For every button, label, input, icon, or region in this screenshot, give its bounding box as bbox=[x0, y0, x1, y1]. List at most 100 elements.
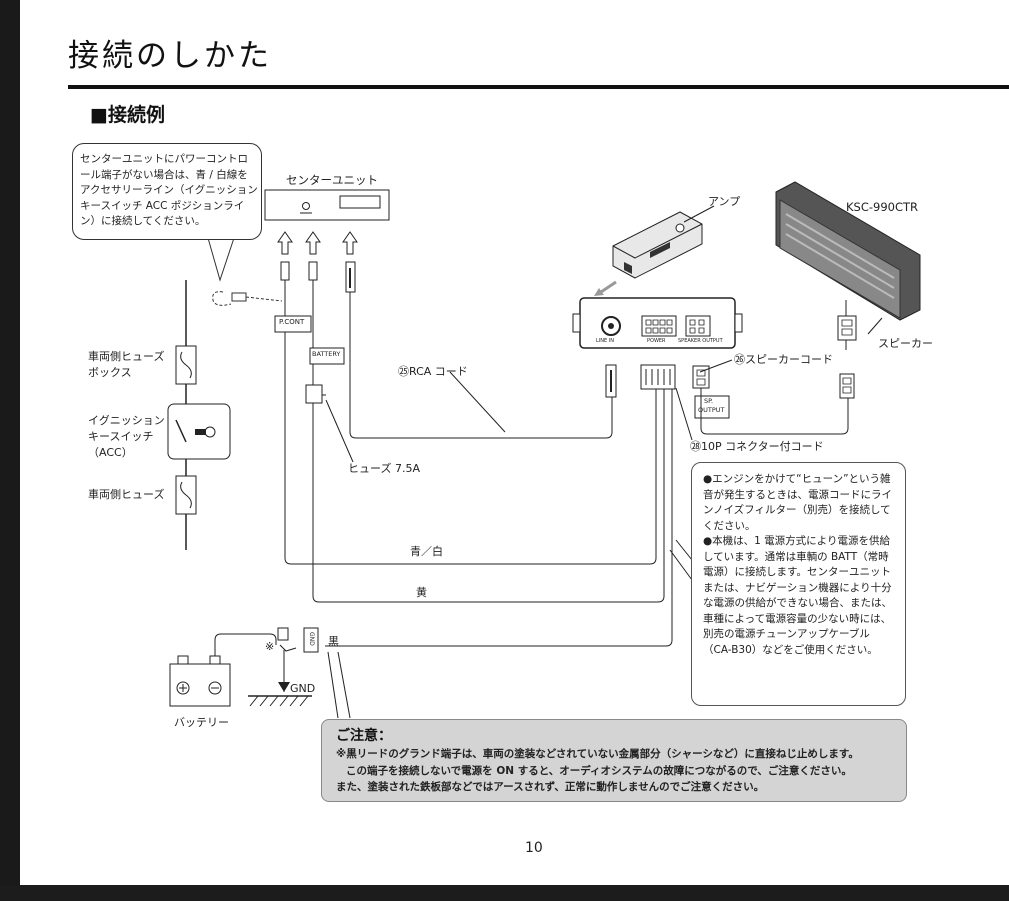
ksc-model-label: KSC-990CTR bbox=[846, 200, 919, 214]
speaker-label: スピーカー bbox=[878, 337, 933, 350]
fuse-box-label-2: ボックス bbox=[88, 366, 132, 379]
amp-edge bbox=[612, 223, 703, 259]
speaker-cord-leader bbox=[699, 359, 733, 373]
arrow-up-icon bbox=[277, 231, 293, 255]
amp-knob bbox=[675, 223, 685, 233]
asterisk-mark: ※ bbox=[265, 640, 275, 653]
rca-leader-line bbox=[449, 371, 506, 433]
caution-leader-2 bbox=[337, 651, 351, 719]
manual-page: { "page": { "title": "接続のしかた", "section"… bbox=[20, 0, 1009, 885]
amp-port-speaker-output: SPEAKER OUTPUT bbox=[678, 338, 723, 344]
gnd-terminal bbox=[279, 644, 297, 652]
amp-label-leader bbox=[683, 205, 715, 223]
amp-zoom-arrowhead-icon bbox=[594, 288, 604, 296]
10p-plug-ribs bbox=[645, 369, 671, 385]
battery-label: バッテリー bbox=[174, 716, 229, 729]
notes-box bbox=[691, 462, 906, 706]
wire-blue-white bbox=[284, 388, 657, 565]
wire-blue-white-label: 青／白 bbox=[410, 545, 443, 558]
caution-line-2: この端子を接続しないで電源を ON すると、オーディオシステムの故障につながるの… bbox=[346, 765, 852, 777]
callout-box bbox=[72, 143, 262, 240]
callout-tail bbox=[207, 237, 235, 282]
gnd-tag bbox=[303, 627, 319, 653]
power-connector-pins bbox=[645, 319, 673, 334]
ignition-label-2: キースイッチ bbox=[88, 430, 154, 443]
wire-yellow bbox=[312, 388, 665, 603]
pcont-plug bbox=[280, 261, 290, 281]
page-title: 接続のしかた bbox=[68, 38, 272, 74]
fuse-symbol-2 bbox=[180, 481, 192, 509]
amp-connectors bbox=[624, 242, 670, 274]
10p-leader-line bbox=[675, 387, 693, 441]
sp-output-tag bbox=[694, 395, 730, 419]
fuse-holder bbox=[305, 384, 323, 404]
title-rule bbox=[68, 85, 1009, 89]
amp-port-power: POWER bbox=[647, 338, 666, 344]
caution-title: ご注意： bbox=[336, 728, 392, 744]
notes-leader-2 bbox=[675, 539, 693, 561]
speaker-plug-pins bbox=[842, 377, 852, 394]
callout-text: センターユニットにパワーコントロール端子がない場合は、青 / 白線をアクセサリー… bbox=[80, 153, 258, 227]
amp-label: アンプ bbox=[708, 195, 741, 208]
vehicle-fuse-label: 車両側ヒューズ bbox=[88, 488, 165, 501]
optional-connector bbox=[231, 292, 247, 302]
wiring-diagram bbox=[167, 181, 921, 719]
ignition-label-1: イグニッション bbox=[88, 414, 165, 427]
sp-output-line2: OUTPUT bbox=[698, 406, 725, 414]
ground-hatch bbox=[249, 695, 309, 707]
pcont-tag-label: P.CONT bbox=[279, 318, 305, 326]
sp-output-line1: SP. bbox=[704, 397, 714, 405]
fuse-symbol-1 bbox=[180, 351, 192, 379]
speaker-cord-label: ㉖スピーカーコード bbox=[734, 353, 833, 366]
10p-connector-label: ㉘10P コネクター付コード bbox=[690, 440, 824, 453]
center-unit-label: センターユニット bbox=[286, 173, 378, 187]
ksc-speaker-face bbox=[779, 199, 901, 319]
ksc-speaker-grille bbox=[785, 213, 895, 299]
center-unit-knob bbox=[302, 202, 310, 210]
key-blade-icon bbox=[195, 429, 206, 435]
wire-black bbox=[325, 388, 673, 647]
note-item: ●エンジンをかけて“ヒューン”という雑音が発生するときは、電源コードにラインノイ… bbox=[703, 473, 892, 532]
gnd-arrow-icon bbox=[278, 682, 290, 692]
caution-box bbox=[321, 719, 907, 802]
gnd-tag-label: GND bbox=[308, 632, 316, 646]
gnd-bolt bbox=[277, 627, 289, 641]
pcont-tag bbox=[274, 315, 312, 333]
plus-icon-glyph bbox=[179, 684, 187, 692]
key-icon bbox=[204, 426, 216, 438]
speaker-cord-wire bbox=[700, 388, 849, 435]
bottom-edge-bar bbox=[0, 885, 1009, 901]
caution-line-1: ※黒リードのグランド端子は、車両の塗装などされていない金属部分（シャーシなど）に… bbox=[336, 748, 859, 760]
speaker-cord-plug-pins bbox=[696, 369, 706, 386]
ksc-connector-pins bbox=[841, 319, 853, 336]
battery-tag bbox=[309, 347, 345, 365]
arrow-up-icon bbox=[305, 231, 321, 255]
battery-terminal-plus bbox=[177, 655, 189, 665]
arrow-up-icon bbox=[342, 231, 358, 255]
ignition-label-3: （ACC） bbox=[88, 446, 133, 459]
fuse-leader-line bbox=[325, 399, 354, 463]
speaker-label-leader bbox=[867, 317, 883, 335]
caution-leader-1 bbox=[327, 651, 339, 719]
amp-port-line-in: LINE IN bbox=[596, 338, 614, 344]
amp-bracket-right bbox=[734, 313, 743, 333]
battery-tag-label: BATTERY bbox=[312, 350, 341, 358]
battery-terminal-minus bbox=[209, 655, 221, 665]
notes-leader-1 bbox=[669, 549, 693, 581]
optional-wire-loop bbox=[212, 291, 232, 306]
page-number: 10 bbox=[525, 840, 543, 856]
fuse-label: ヒューズ 7.5A bbox=[348, 462, 420, 475]
line-in-jack-center bbox=[608, 323, 614, 329]
battery-plug bbox=[308, 261, 318, 281]
left-edge-bar bbox=[0, 0, 20, 885]
note-item: ●本機は、1 電源方式により電源を供給しています。通常は車輌の BATT（常時電… bbox=[703, 535, 892, 656]
notes-text: ●エンジンをかけて“ヒューン”という雑音が発生するときは、電源コードにラインノイ… bbox=[703, 472, 898, 658]
speaker-output-pins bbox=[689, 319, 705, 334]
optional-wire-dashed bbox=[245, 296, 283, 302]
battery-ground-wire bbox=[214, 633, 277, 656]
center-unit-slot bbox=[339, 195, 381, 209]
fuse-box-label-1: 車両側ヒューズ bbox=[88, 350, 165, 363]
wire-yellow-label: 黄 bbox=[416, 586, 427, 599]
switch-contact bbox=[175, 419, 187, 443]
amp-bracket-left bbox=[572, 313, 581, 333]
